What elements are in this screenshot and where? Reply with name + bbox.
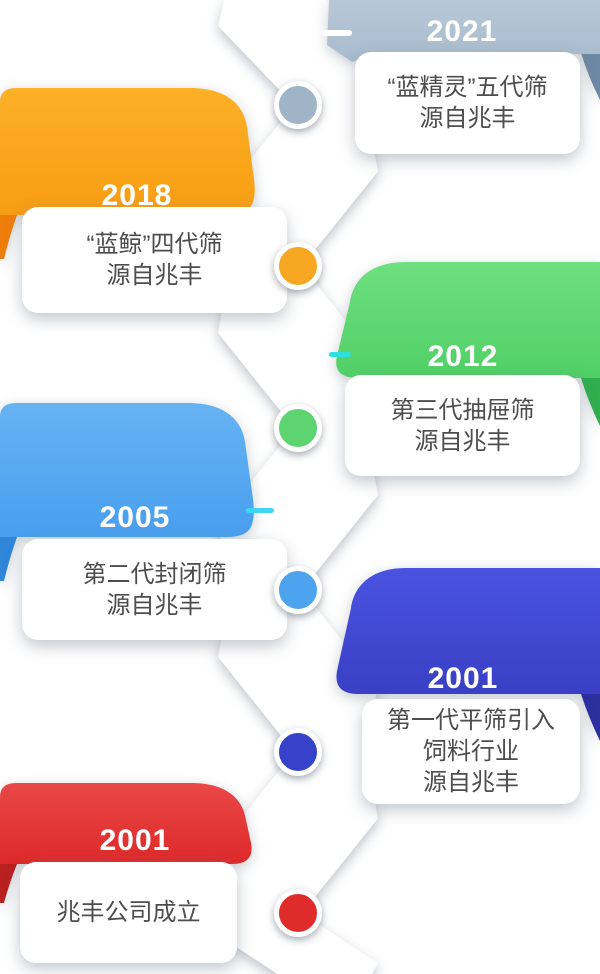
timeline-dot-2005 [274, 566, 322, 614]
banner-2012 [336, 262, 600, 378]
milestone-card-2012: 第三代抽屉筛 源自兆丰 [345, 375, 580, 476]
timeline-dot-2021 [274, 81, 322, 129]
banner-fold-2012 [581, 378, 600, 426]
milestone-text: 源自兆丰 [423, 769, 519, 796]
milestone-text: “蓝精灵”五代筛 [387, 74, 548, 101]
dash-accent-2005 [246, 508, 274, 513]
milestone-text: 源自兆丰 [419, 105, 516, 132]
banner-2005 [0, 403, 254, 537]
milestone-text: 饲料行业 [423, 738, 519, 765]
year-label-2001-right: 2001 [427, 662, 499, 695]
banner-fold-2018 [0, 215, 17, 259]
milestone-text: 源自兆丰 [106, 262, 203, 289]
year-label-2001-left: 2001 [99, 824, 171, 857]
banner-fold-2001-right [581, 694, 600, 741]
milestone-card-2001-left: 兆丰公司成立 [20, 862, 237, 963]
milestone-card-2001-right: 第一代平筛引入 饲料行业 源自兆丰 [362, 699, 580, 804]
milestone-card-2005: 第二代封闭筛 源自兆丰 [22, 539, 287, 640]
banner-2001-right [336, 568, 600, 694]
milestone-text: 第二代封闭筛 [82, 560, 227, 588]
dash-accent-2012 [329, 352, 351, 357]
timeline-dot-2018 [274, 242, 322, 290]
timeline-dot-2001-left [274, 889, 322, 937]
banner-2021 [327, 0, 600, 62]
milestone-text: 第一代平筛引入 [387, 707, 555, 734]
milestone-text: 兆丰公司成立 [56, 899, 201, 926]
milestone-text: 第三代抽屉筛 [390, 396, 535, 424]
year-label-2021: 2021 [426, 15, 498, 48]
milestone-text: 源自兆丰 [414, 427, 511, 455]
timeline-dot-2012 [274, 404, 322, 452]
banner-fold-2005 [0, 537, 17, 581]
milestone-text: “蓝鲸”四代筛 [86, 231, 223, 258]
banner-2001-left [0, 783, 252, 864]
banner-fold-2021 [581, 53, 600, 100]
year-label-2012: 2012 [427, 340, 499, 373]
milestone-text: 源自兆丰 [106, 591, 203, 619]
milestone-card-2018: “蓝鲸”四代筛 源自兆丰 [22, 207, 287, 313]
banner-fold-2001-left [0, 864, 17, 903]
dash-accent-2021 [322, 30, 352, 36]
banner-2018 [0, 88, 255, 215]
milestone-card-2021: “蓝精灵”五代筛 源自兆丰 [355, 52, 580, 154]
year-label-2005: 2005 [99, 501, 171, 534]
timeline-dot-2001-right [274, 728, 322, 776]
year-label-2018: 2018 [101, 179, 173, 212]
